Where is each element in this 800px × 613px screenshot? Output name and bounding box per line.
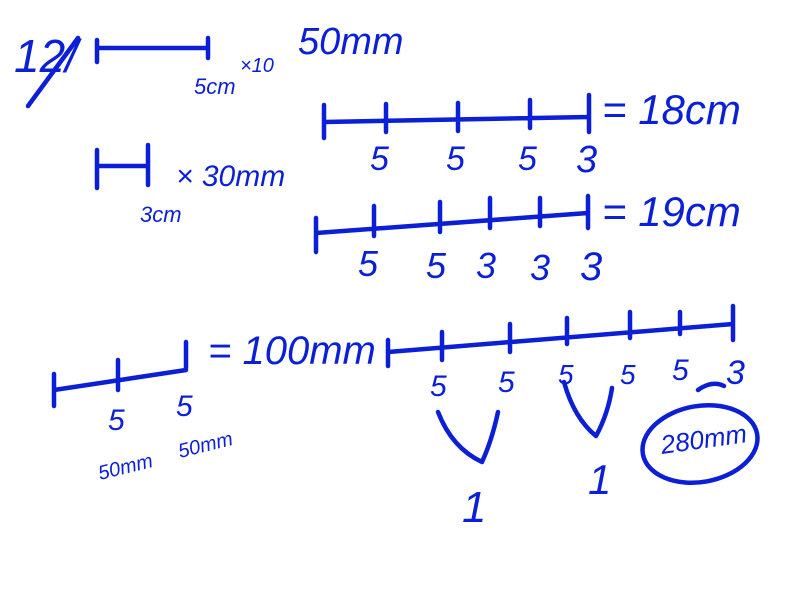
number-line-280mm-answer: 280mm [658,418,749,460]
group-bracket-2 [561,379,615,439]
number-line-18cm-label-2: 5 [446,140,465,178]
number-line-280mm-label-1: 5 [430,370,447,403]
number-line-280mm-label-2: 5 [498,366,515,399]
question-number: 12/ [14,30,82,82]
number-line-18cm-label-1: 5 [370,140,389,178]
number-line-100mm-total: = 100mm [208,329,376,373]
unit-bar: 5cm ×10 50mm [94,21,404,99]
number-line-18cm-total: = 18cm [602,86,741,133]
number-line-19cm-label-3: 3 [476,245,496,286]
number-line-280mm: 5 5 5 5 5 3 1 1 280mm [385,303,760,532]
number-line-19cm: 5 5 3 3 3 = 19cm [313,188,741,289]
slash-stroke [25,35,81,109]
unit-bar-length-label: 5cm [194,74,236,99]
small-bar-times-label: × 30mm [176,160,285,193]
number-line-19cm-total: = 19cm [602,188,741,235]
answer-mark-stroke [695,381,727,393]
number-line-100mm-label-1: 5 [108,404,125,437]
group-bracket-1 [435,409,501,465]
number-line-280mm-label-4: 5 [620,359,636,390]
unit-bar-line [94,35,211,65]
group-bracket-1-mark: 1 [462,483,486,532]
number-line-100mm-sub-label-1: 50mm [96,450,155,485]
number-line-100mm: 5 5 50mm 50mm = 100mm [51,329,376,485]
number-line-19cm-label-4: 3 [530,247,550,288]
number-line-100mm-label-2: 5 [176,390,193,423]
number-line-280mm-label-5: 5 [672,354,689,387]
number-line-18cm-label-4: 3 [576,139,597,181]
number-line-19cm-label-5: 3 [580,245,602,289]
small-bar-line [94,142,151,191]
number-line-19cm-label-1: 5 [358,243,379,284]
unit-bar-result: 50mm [298,21,404,63]
number-line-100mm-line [51,339,189,409]
small-bar: × 30mm 3cm [94,142,285,227]
number-line-18cm-line [321,92,592,141]
number-line-18cm-label-3: 5 [518,140,537,178]
small-bar-length-label: 3cm [140,202,182,227]
answer-circle [640,402,760,486]
number-line-100mm-sub-label-2: 50mm [176,428,235,463]
group-bracket-2-mark: 1 [588,456,611,503]
number-line-19cm-label-2: 5 [426,245,447,286]
number-line-280mm-label-6: 3 [726,354,745,392]
unit-bar-times-label: ×10 [240,55,274,77]
number-line-18cm: 5 5 5 3 = 18cm [321,86,741,181]
number-line-280mm-line [385,303,736,369]
number-line-19cm-line [313,193,591,255]
